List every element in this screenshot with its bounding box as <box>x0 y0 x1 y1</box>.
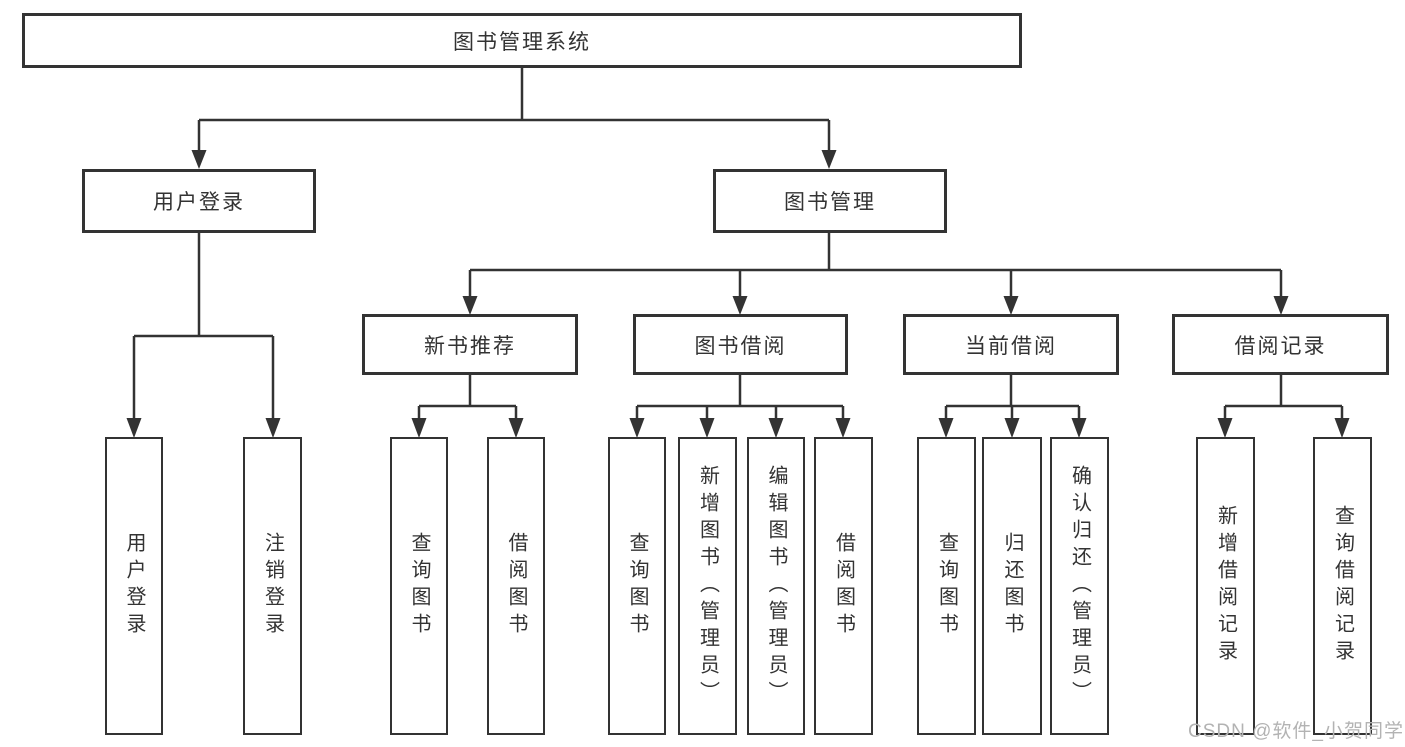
node-root-label: 图书管理系统 <box>453 30 591 54</box>
edge-level3-stems <box>468 375 1283 406</box>
node-book-management-label: 图书管理 <box>784 191 876 214</box>
edge-root-stem <box>197 68 831 152</box>
arrowheads <box>126 150 1350 438</box>
leaf-query-borrow-record: 查询借阅记录 <box>1313 437 1372 735</box>
leaf-borrow-book-borrow: 借阅图书 <box>814 437 873 735</box>
leaf-borrow-book-newrec: 借阅图书 <box>487 437 545 735</box>
leaf-query-book-borrow: 查询图书 <box>608 437 666 735</box>
leaf-query-book-newrec: 查询图书 <box>390 437 448 735</box>
node-user-login: 用户登录 <box>82 169 316 233</box>
node-new-book-recommend-label: 新书推荐 <box>424 334 516 358</box>
node-borrow-record: 借阅记录 <box>1172 314 1389 375</box>
node-book-borrow: 图书借阅 <box>633 314 848 375</box>
leaf-confirm-return-admin: 确认归还（管理员） <box>1050 437 1109 735</box>
leaf-user-login: 用户登录 <box>105 437 163 735</box>
leaf-confirm-return-admin-label: 确认归还（管理员） <box>1068 464 1091 708</box>
node-root: 图书管理系统 <box>22 13 1022 68</box>
leaf-add-borrow-record: 新增借阅记录 <box>1196 437 1255 735</box>
node-book-borrow-label: 图书借阅 <box>694 334 787 358</box>
leaf-borrow-book-borrow-label: 借阅图书 <box>832 532 855 640</box>
leaf-logout: 注销登录 <box>243 437 302 735</box>
node-new-book-recommend: 新书推荐 <box>362 314 578 375</box>
leaf-edit-book-admin: 编辑图书（管理员） <box>747 437 805 735</box>
leaf-query-book-current-label: 查询图书 <box>935 532 958 640</box>
node-user-login-label: 用户登录 <box>153 191 245 214</box>
leaf-return-book-label: 归还图书 <box>1001 532 1023 640</box>
leaf-logout-label: 注销登录 <box>261 532 284 640</box>
node-borrow-record-label: 借阅记录 <box>1234 334 1327 358</box>
edge-leaf-drops <box>417 406 1344 420</box>
node-current-borrow-label: 当前借阅 <box>965 334 1057 358</box>
leaf-query-book-current: 查询图书 <box>917 437 976 735</box>
leaf-add-borrow-record-label: 新增借阅记录 <box>1214 505 1237 667</box>
edge-user-login-branch <box>132 233 275 420</box>
leaf-add-book-admin: 新增图书（管理员） <box>678 437 737 735</box>
leaf-query-borrow-record-label: 查询借阅记录 <box>1331 505 1354 667</box>
leaf-query-book-newrec-label: 查询图书 <box>408 532 430 640</box>
node-book-management: 图书管理 <box>713 169 947 233</box>
node-current-borrow: 当前借阅 <box>903 314 1119 375</box>
edge-book-mgmt-branch <box>468 233 1283 298</box>
leaf-borrow-book-newrec-label: 借阅图书 <box>505 532 527 640</box>
leaf-edit-book-admin-label: 编辑图书（管理员） <box>765 464 787 708</box>
leaf-query-book-borrow-label: 查询图书 <box>626 532 648 640</box>
leaf-add-book-admin-label: 新增图书（管理员） <box>696 464 719 708</box>
csdn-watermark: CSDN @软件_小贺同学 <box>1188 721 1404 742</box>
leaf-user-login-label: 用户登录 <box>123 532 145 640</box>
leaf-return-book: 归还图书 <box>982 437 1042 735</box>
